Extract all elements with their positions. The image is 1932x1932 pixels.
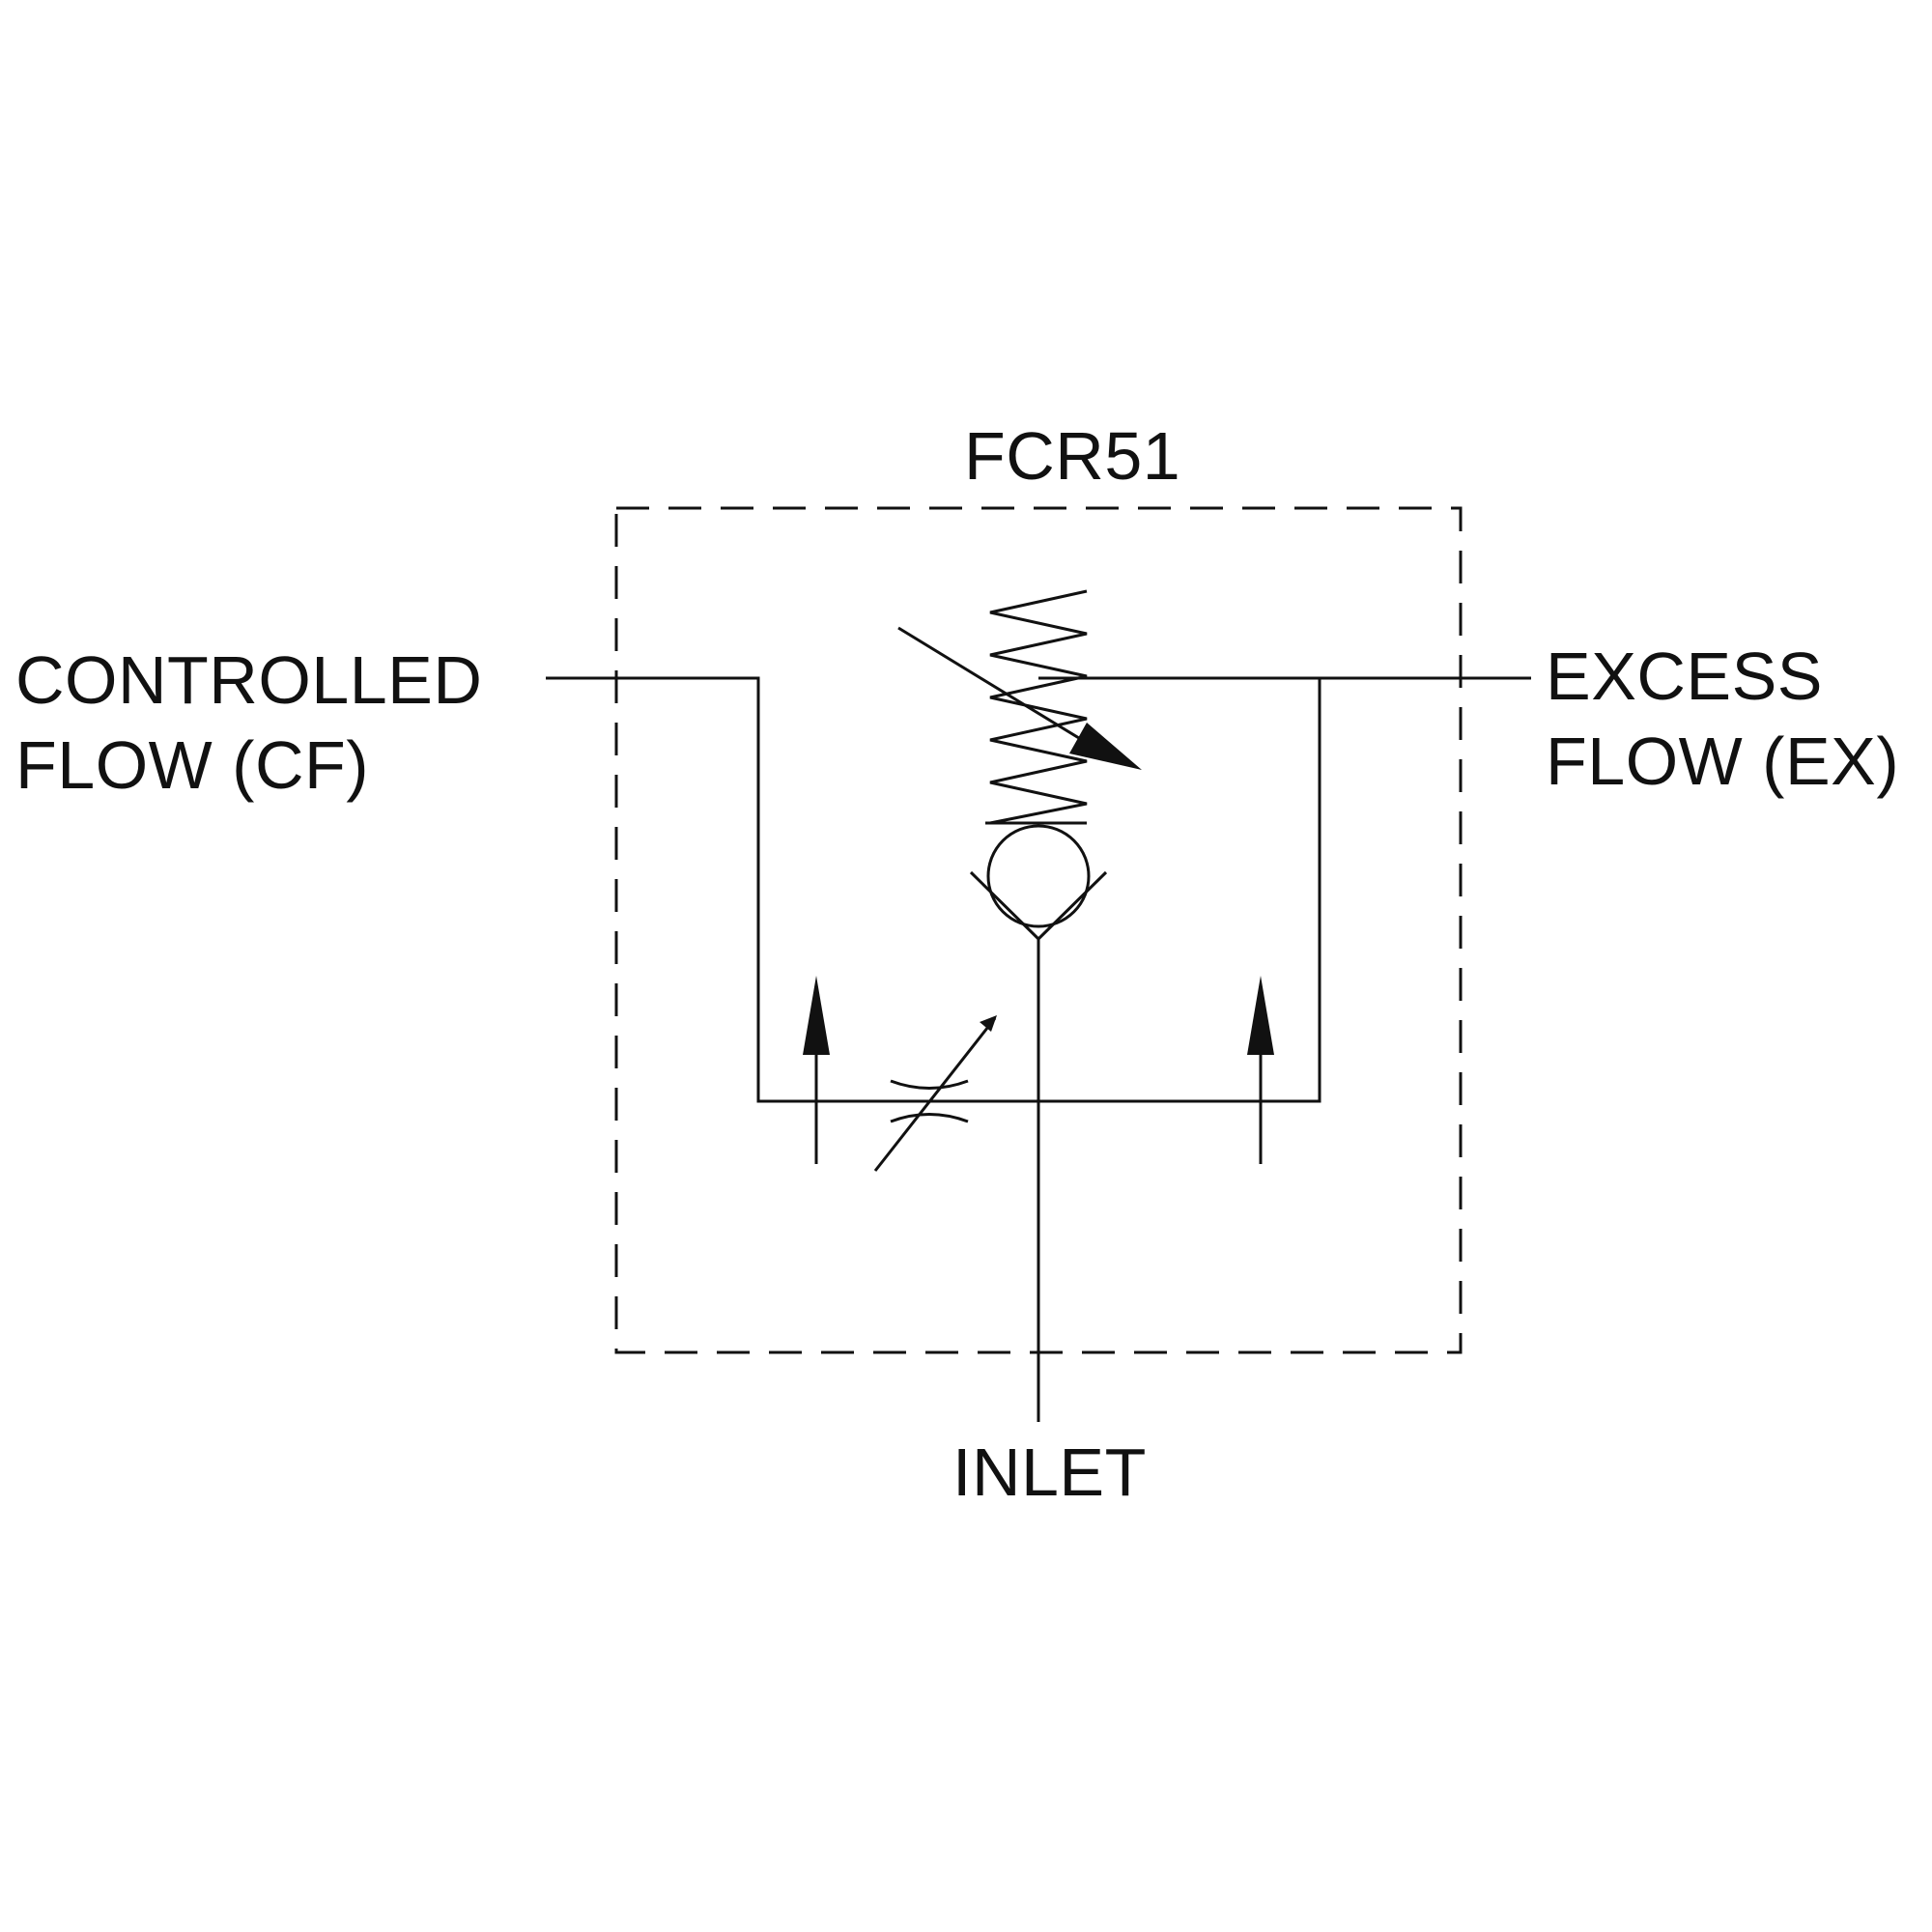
variable-orifice-symbol xyxy=(873,1017,997,1172)
up-arrow-icon xyxy=(803,976,830,1055)
flow-lines xyxy=(546,676,1531,1422)
model-label: FCR51 xyxy=(964,418,1181,494)
excess-flow-label-line2: FLOW (EX) xyxy=(1546,724,1900,799)
up-arrow-icon xyxy=(1247,976,1274,1055)
spring-symbol xyxy=(989,589,1088,825)
check-valve-ball xyxy=(986,824,1091,928)
check-valve-seat xyxy=(969,870,1108,942)
inlet-port-label: INLET xyxy=(952,1435,1147,1510)
controlled-flow-port-label: CONTROLLED FLOW (CF) xyxy=(15,638,482,808)
flow-direction-arrows xyxy=(803,976,1274,1164)
controlled-flow-label-line1: CONTROLLED xyxy=(15,642,483,718)
excess-flow-port-label: EXCESS FLOW (EX) xyxy=(1546,634,1899,804)
controlled-flow-label-line2: FLOW (CF) xyxy=(15,727,370,803)
orifice-adjust-arrow-icon xyxy=(980,1015,997,1032)
adjustment-arrow-icon xyxy=(1069,723,1142,770)
excess-flow-label-line1: EXCESS xyxy=(1546,639,1823,714)
controlled-flow-line xyxy=(546,676,1321,1103)
adjustment-arrow-shaft xyxy=(897,626,1093,748)
